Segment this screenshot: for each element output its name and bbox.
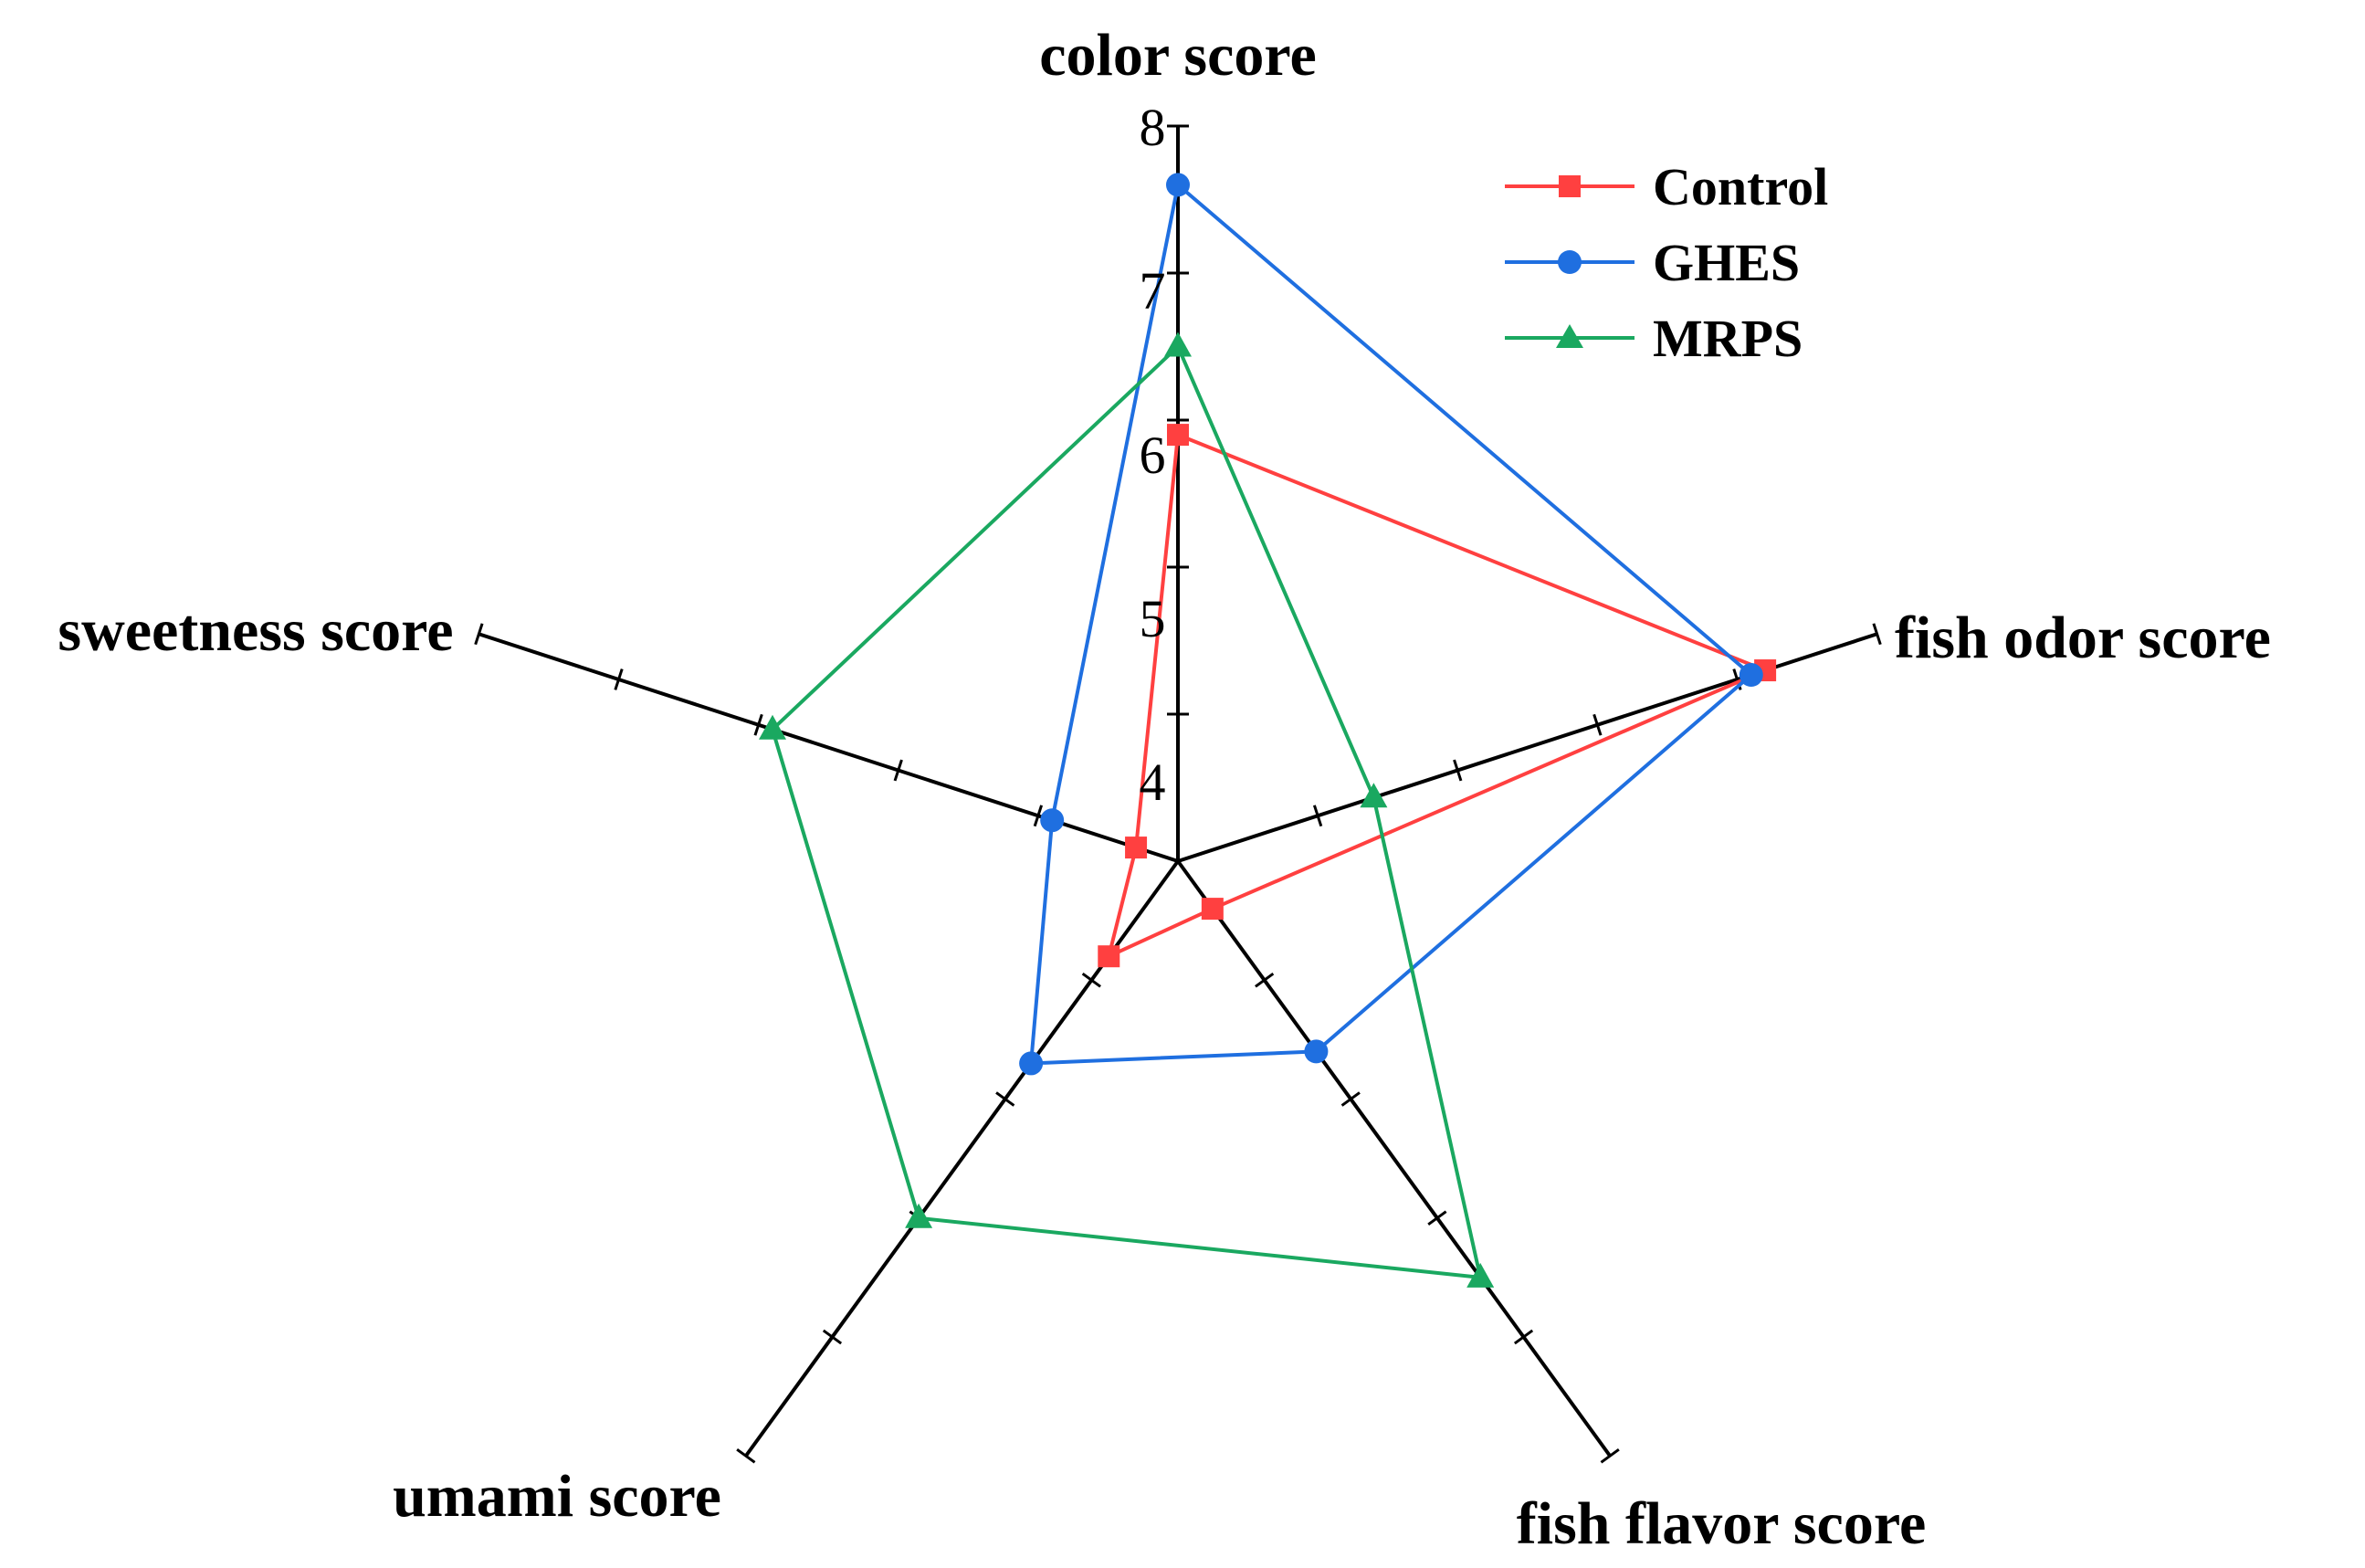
data-point-ghes-umami-score <box>1019 1051 1044 1076</box>
data-point-mrps-color-score <box>1164 331 1192 357</box>
data-point-ghes-fish-flavor-score <box>1304 1039 1329 1064</box>
axis-tick-umami-score-8 <box>736 1447 756 1464</box>
axis-tick-sweetness-score-7 <box>614 668 624 690</box>
data-point-mrps-umami-score <box>905 1203 933 1228</box>
axis-tick-fish-flavor-score-7 <box>1513 1329 1534 1345</box>
axis-tick-fish-flavor-score-5 <box>1340 1091 1361 1107</box>
axis-tick-umami-score-7 <box>822 1329 843 1345</box>
legend-label-control: Control <box>1653 157 1828 216</box>
axis-label-color: color score <box>1039 22 1317 89</box>
axis-label-sweetness: sweetness score <box>58 597 453 664</box>
tick-label-7: 7 <box>1140 261 1166 321</box>
tick-label-6: 6 <box>1140 426 1166 485</box>
series-polygon-ghes <box>1028 181 1754 1066</box>
tick-label-4: 4 <box>1140 752 1166 812</box>
legend-marker-control <box>1559 175 1581 197</box>
axis-tick-sweetness-score-5 <box>893 759 903 782</box>
axis-tick-sweetness-score-6 <box>753 713 763 736</box>
data-point-control-fish-flavor-score <box>1201 898 1224 921</box>
axis-tick-sweetness-score-4 <box>1033 805 1044 827</box>
axis-label-fish-odor: fish odor score <box>1895 605 2271 671</box>
data-point-mrps-sweetness-score <box>759 714 786 740</box>
data-point-ghes-fish-odor-score <box>1739 663 1763 688</box>
series-polygon-control <box>1106 432 1771 960</box>
axis-line-sweetness-score <box>478 632 1179 863</box>
axis-tick-fish-odor-score-6 <box>1592 713 1603 736</box>
axis-tick-umami-score-5 <box>995 1091 1015 1107</box>
axis-tick-umami-score-4 <box>1081 972 1101 988</box>
legend-label-mrps: MRPS <box>1653 309 1803 368</box>
data-point-mrps-fish-flavor-score <box>1466 1262 1495 1288</box>
axis-line-fish-flavor-score <box>1176 859 1612 1458</box>
series-layer <box>759 173 1777 1288</box>
data-point-mrps-fish-odor-score <box>1360 783 1388 808</box>
legend-marker-mrps <box>1556 324 1583 348</box>
axis-tick-fish-odor-score-5 <box>1453 759 1463 782</box>
axis-tick-fish-flavor-score-4 <box>1255 972 1275 988</box>
axis-tick-fish-flavor-score-8 <box>1600 1447 1620 1464</box>
axis-tick-sweetness-score-8 <box>474 623 484 646</box>
data-point-ghes-sweetness-score <box>1040 808 1065 833</box>
axis-label-umami: umami score <box>393 1463 721 1530</box>
series-polygon-mrps <box>770 343 1483 1280</box>
axis-tick-fish-flavor-score-6 <box>1427 1210 1447 1226</box>
data-point-control-color-score <box>1167 424 1189 447</box>
axis-tick-fish-odor-score-4 <box>1312 805 1323 827</box>
legend: Control GHES MRPS <box>1505 157 1828 368</box>
tick-label-5: 5 <box>1140 589 1166 648</box>
axis-tick-fish-odor-score-8 <box>1872 623 1882 646</box>
data-point-ghes-color-score <box>1166 173 1190 197</box>
data-point-control-umami-score <box>1098 945 1120 968</box>
legend-label-ghes: GHES <box>1653 233 1800 292</box>
legend-marker-ghes <box>1558 250 1582 274</box>
data-point-control-sweetness-score <box>1125 837 1148 859</box>
labels-layer: color score fish odor score fish flavor … <box>58 22 2270 1557</box>
tick-label-8: 8 <box>1140 98 1166 157</box>
axis-label-fish-flavor: fish flavor score <box>1517 1490 1927 1557</box>
